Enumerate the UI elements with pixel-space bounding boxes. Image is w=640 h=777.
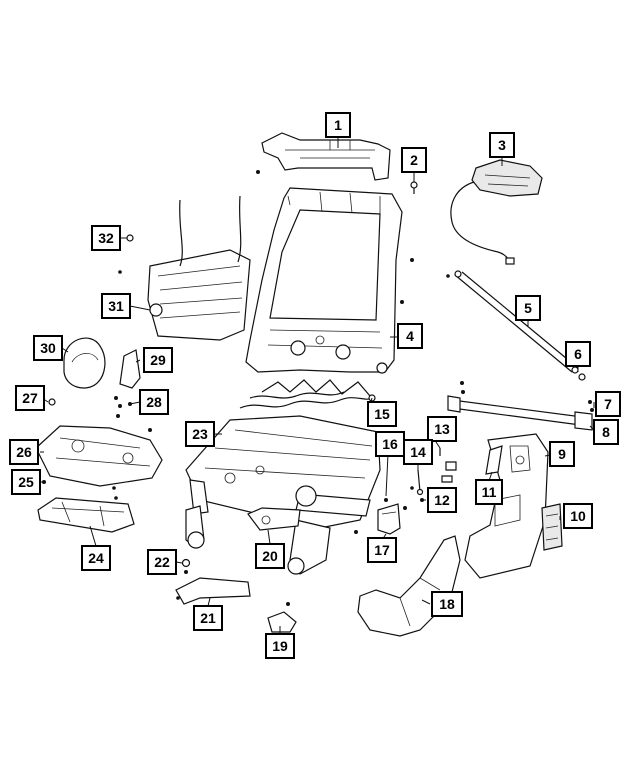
callout-label-18: 18: [439, 596, 455, 612]
callout-label-15: 15: [374, 406, 390, 422]
callout-29: 29: [143, 347, 173, 373]
washer-22: [181, 558, 191, 568]
callout-27: 27: [15, 385, 45, 411]
callout-19: 19: [265, 633, 295, 659]
callout-label-22: 22: [154, 554, 170, 570]
callout-23: 23: [185, 421, 215, 447]
callout-label-24: 24: [88, 550, 104, 566]
under-pan-24: [37, 497, 135, 533]
callout-label-4: 4: [406, 328, 414, 344]
callout-label-12: 12: [434, 492, 450, 508]
callout-13: 13: [427, 416, 457, 442]
callout-21: 21: [193, 605, 223, 631]
callout-label-28: 28: [146, 394, 162, 410]
callout-label-6: 6: [574, 346, 582, 362]
callout-label-30: 30: [40, 340, 56, 356]
callout-5: 5: [515, 295, 541, 321]
callout-6: 6: [565, 341, 591, 367]
seat-springs-15: [239, 379, 376, 409]
callout-9: 9: [549, 441, 575, 467]
callout-label-32: 32: [98, 230, 114, 246]
seat-cushion-frame: [185, 415, 388, 575]
callout-7: 7: [595, 391, 621, 417]
side-shield-9: [464, 433, 549, 579]
callout-label-17: 17: [374, 542, 390, 558]
callout-11: 11: [475, 479, 503, 505]
callout-label-23: 23: [192, 426, 208, 442]
callout-30: 30: [33, 335, 63, 361]
motor-20: [247, 507, 301, 531]
trim-29: [119, 349, 141, 389]
nut-6: [578, 373, 586, 381]
upper-trim-bracket: [256, 132, 391, 181]
callout-26: 26: [9, 439, 39, 465]
cushion-foam-26: [35, 425, 163, 487]
callout-1: 1: [325, 112, 351, 138]
callout-label-5: 5: [524, 300, 532, 316]
callout-label-16: 16: [382, 436, 398, 452]
clip-cable-13-14: [403, 448, 457, 510]
rod-5: [446, 270, 579, 374]
callout-label-1: 1: [334, 117, 342, 133]
callout-label-9: 9: [558, 446, 566, 462]
callout-label-8: 8: [602, 424, 610, 440]
callout-3: 3: [489, 132, 515, 158]
callout-label-25: 25: [18, 474, 34, 490]
callout-14: 14: [403, 439, 433, 465]
callout-label-21: 21: [200, 610, 216, 626]
callout-24: 24: [81, 545, 111, 571]
fastener-27: [48, 398, 56, 406]
seat-back-frame: [245, 187, 414, 374]
callout-label-14: 14: [410, 444, 426, 460]
cross-rod-8: [447, 381, 594, 431]
callout-label-29: 29: [150, 352, 166, 368]
bracket-21: [175, 570, 251, 605]
callout-label-13: 13: [434, 421, 450, 437]
lumbar-module: [450, 159, 543, 265]
callout-28: 28: [139, 389, 169, 415]
callout-25: 25: [11, 469, 41, 495]
callout-15: 15: [367, 401, 397, 427]
callout-label-10: 10: [570, 508, 586, 524]
callout-20: 20: [255, 543, 285, 569]
callout-label-3: 3: [498, 137, 506, 153]
switch-module-10: [541, 503, 563, 551]
callout-2: 2: [401, 147, 427, 173]
callout-32: 32: [91, 225, 121, 251]
cover-19: [267, 602, 297, 633]
callout-22: 22: [147, 549, 177, 575]
callout-label-20: 20: [262, 548, 278, 564]
callout-17: 17: [367, 537, 397, 563]
callout-18: 18: [431, 591, 463, 617]
bracket-11: [485, 445, 503, 475]
lumbar-30: [63, 337, 106, 389]
callout-12: 12: [427, 487, 457, 513]
callout-10: 10: [563, 503, 593, 529]
bracket-17: [377, 503, 401, 535]
support-mat-31: [147, 195, 251, 341]
callout-label-11: 11: [482, 484, 497, 500]
screw-2: [410, 181, 418, 194]
callout-4: 4: [397, 323, 423, 349]
callout-8: 8: [593, 419, 619, 445]
callout-label-19: 19: [272, 638, 288, 654]
callout-31: 31: [101, 293, 131, 319]
callout-label-2: 2: [410, 152, 418, 168]
callout-label-26: 26: [16, 444, 32, 460]
callout-16: 16: [375, 431, 405, 457]
callout-label-7: 7: [604, 396, 612, 412]
callout-label-27: 27: [22, 390, 38, 406]
callout-label-31: 31: [108, 298, 124, 314]
